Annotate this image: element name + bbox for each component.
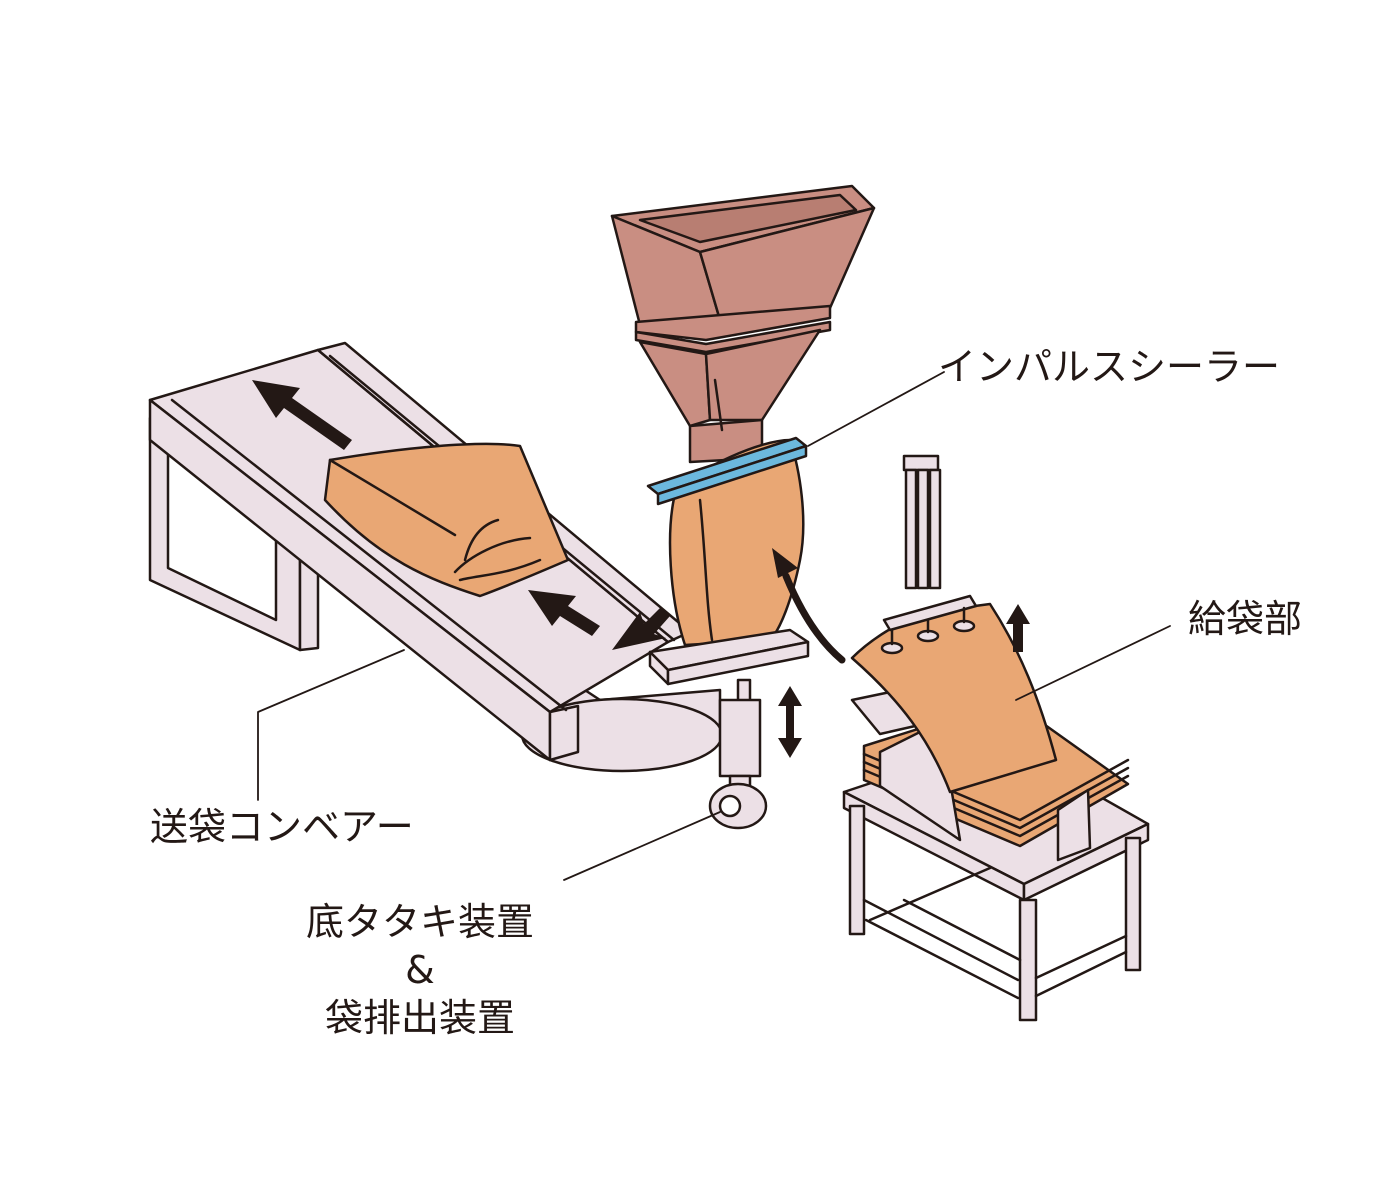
conveyed-bag: [323, 442, 570, 598]
label-bag-feeder: 給袋部: [1188, 597, 1303, 641]
conveyor-up-arrow: [252, 380, 352, 450]
tapping-updown-arrow: [778, 686, 802, 758]
impulse-sealer: [646, 436, 808, 506]
feeder-leg-left: [848, 804, 866, 936]
leader-line-conveyor: [257, 649, 405, 801]
conveyor-rail-line: [170, 398, 568, 712]
tapping-wheel-hub: [718, 794, 742, 818]
tapping-plate-side: [666, 640, 810, 686]
lifter-rod-2: [916, 468, 930, 590]
label-impulse-sealer: インパルスシーラー: [938, 345, 1281, 389]
hopper-top-rim-inner: [638, 193, 858, 244]
bottom-tapping-device: [648, 628, 810, 830]
lifter-cap: [902, 454, 940, 472]
transfer-arrow-head: [772, 548, 798, 578]
hopper-line: [713, 378, 724, 432]
conveyed-bag-fold: [453, 518, 542, 582]
lifter-crossbar: [882, 594, 978, 632]
feeder-leg-right: [1124, 836, 1142, 972]
conveyor-front-rail-end: [548, 704, 580, 762]
conveyor-diag-arrow: [612, 608, 670, 650]
lifter-rod-1: [904, 468, 918, 590]
filling-bag-crease: [698, 498, 714, 642]
hopper-flange: [634, 304, 832, 342]
conveyor-arrows: [252, 380, 670, 650]
leader-line-feeder: [1015, 625, 1171, 701]
feeder-leg-front: [1018, 898, 1038, 1022]
leader-lines: [257, 371, 1171, 881]
bag-conveyor: [148, 341, 724, 773]
hopper-flange-2: [634, 320, 832, 354]
label-bottom-device-line3: 袋排出装置: [324, 996, 515, 1040]
feeder-up-arrow: [1006, 604, 1030, 652]
hopper: [610, 184, 876, 464]
bag-feeder: [842, 454, 1150, 1022]
sealer-bar-front: [656, 444, 808, 506]
lifter-rod-3: [928, 468, 942, 590]
conveyor-down-arrow: [528, 590, 600, 636]
tapping-cylinder: [718, 698, 762, 778]
conveyed-bag-edge: [328, 458, 457, 537]
leader-line-sealer: [807, 371, 945, 447]
feeder-table-right: [1022, 822, 1150, 902]
filling-bag-body: [668, 438, 805, 647]
feeder-lower-frame: [862, 866, 1128, 1000]
hopper-lower-left: [638, 340, 712, 428]
label-bottom-device-line1: 底タタキ装置: [305, 900, 534, 944]
label-bag-conveyor: 送袋コンベアー: [150, 805, 414, 849]
filling-bag: [668, 438, 805, 647]
leader-line-bottom-device: [563, 811, 721, 881]
label-bottom-device-line2: &: [405, 948, 435, 992]
feeder-guide-right: [1056, 788, 1092, 862]
label-bottom-device: 底タタキ装置 & 袋排出装置: [300, 898, 540, 1042]
transfer-curve-arrow: [782, 572, 846, 664]
